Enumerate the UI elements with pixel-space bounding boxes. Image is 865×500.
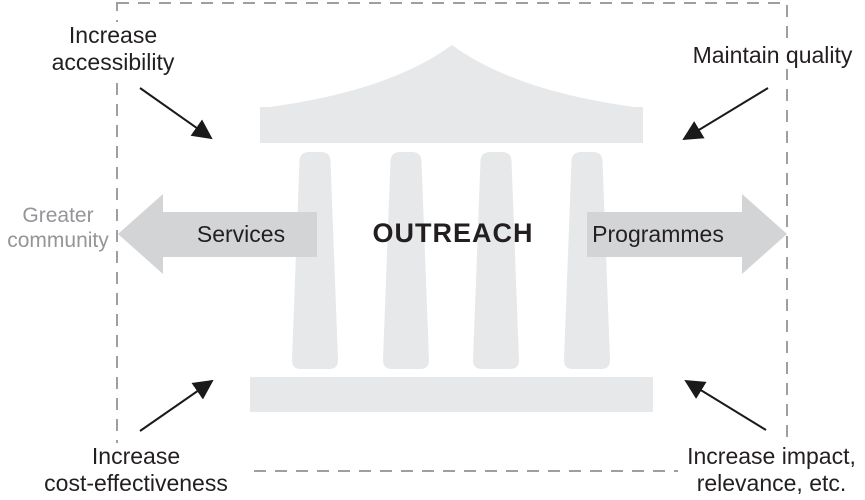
temple-column-3 (473, 152, 519, 369)
dashed-boundary (116, 2, 788, 472)
programmes-arrow-shape (587, 194, 787, 274)
services-arrow-label: Services (196, 221, 286, 247)
label-line: Greater (22, 204, 94, 227)
label-line: Increase (91, 443, 181, 469)
arrow-top-right-icon (682, 87, 769, 141)
label-increase-accessibility: Increase accessibility (18, 22, 208, 76)
label-line: relevance, etc. (696, 470, 847, 496)
label-line: cost-effectiveness (44, 470, 228, 496)
services-arrow-shape (118, 194, 317, 274)
programmes-arrow-label: Programmes (592, 221, 724, 247)
label-greater-community: Greater community (1, 203, 115, 253)
temple-base (250, 377, 653, 412)
label-line: accessibility (51, 49, 175, 75)
label-increase-impact-relevance: Increase impact, relevance, etc. (678, 443, 865, 497)
arrow-bottom-right-icon (684, 379, 767, 431)
outreach-title: OUTREACH (372, 218, 534, 248)
temple-pediment (262, 45, 642, 108)
temple-column-1 (292, 152, 338, 369)
label-line: Increase (68, 22, 158, 48)
temple-column-2 (383, 152, 429, 369)
arrow-bottom-left-icon (139, 379, 214, 432)
label-line: Increase impact, (687, 443, 856, 469)
label-increase-cost-effectiveness: Increase cost-effectiveness (26, 443, 246, 497)
label-line: Maintain quality (692, 42, 853, 68)
temple-column-4 (564, 152, 610, 369)
label-maintain-quality: Maintain quality (680, 42, 865, 69)
temple-entablature (260, 107, 643, 143)
arrow-top-left-icon (139, 87, 213, 140)
label-line: community (7, 229, 109, 252)
